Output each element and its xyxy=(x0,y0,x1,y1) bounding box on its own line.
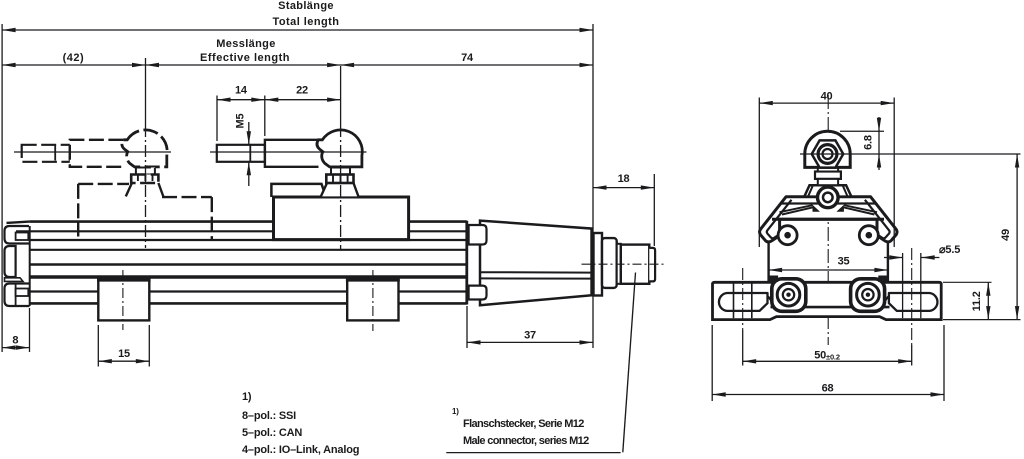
svg-text:Flanschstecker, Serie M12: Flanschstecker, Serie M12 xyxy=(463,418,584,430)
svg-text:68: 68 xyxy=(822,383,834,395)
svg-text:Male connector, series M12: Male connector, series M12 xyxy=(463,435,589,447)
svg-text:8: 8 xyxy=(12,335,18,347)
svg-text:1): 1) xyxy=(242,391,252,403)
svg-text:Total length: Total length xyxy=(273,16,340,28)
svg-text:(42): (42) xyxy=(63,52,85,64)
svg-text:8–pol.: SSI: 8–pol.: SSI xyxy=(242,410,296,422)
svg-text:1): 1) xyxy=(452,407,459,416)
svg-text:18: 18 xyxy=(618,173,630,185)
svg-text:M5: M5 xyxy=(235,113,247,128)
svg-text:50±0.2: 50±0.2 xyxy=(814,349,840,361)
svg-text:40: 40 xyxy=(821,91,833,103)
svg-text:5–pol.: CAN: 5–pol.: CAN xyxy=(242,427,302,439)
svg-text:Messlänge: Messlänge xyxy=(216,38,275,50)
svg-text:⌀5.5: ⌀5.5 xyxy=(939,244,960,256)
svg-text:22: 22 xyxy=(296,85,308,97)
svg-text:14: 14 xyxy=(235,85,248,97)
svg-text:15: 15 xyxy=(118,348,130,360)
svg-text:11.2: 11.2 xyxy=(971,291,983,311)
svg-text:74: 74 xyxy=(461,52,474,64)
svg-text:37: 37 xyxy=(524,329,536,341)
svg-text:4–pol.: IO–Link, Analog: 4–pol.: IO–Link, Analog xyxy=(242,444,359,456)
svg-text:Stablänge: Stablänge xyxy=(278,0,334,12)
svg-text:6.8: 6.8 xyxy=(863,135,875,150)
svg-text:Effective length: Effective length xyxy=(200,52,290,64)
svg-text:49: 49 xyxy=(1000,229,1012,241)
svg-text:35: 35 xyxy=(838,256,850,268)
